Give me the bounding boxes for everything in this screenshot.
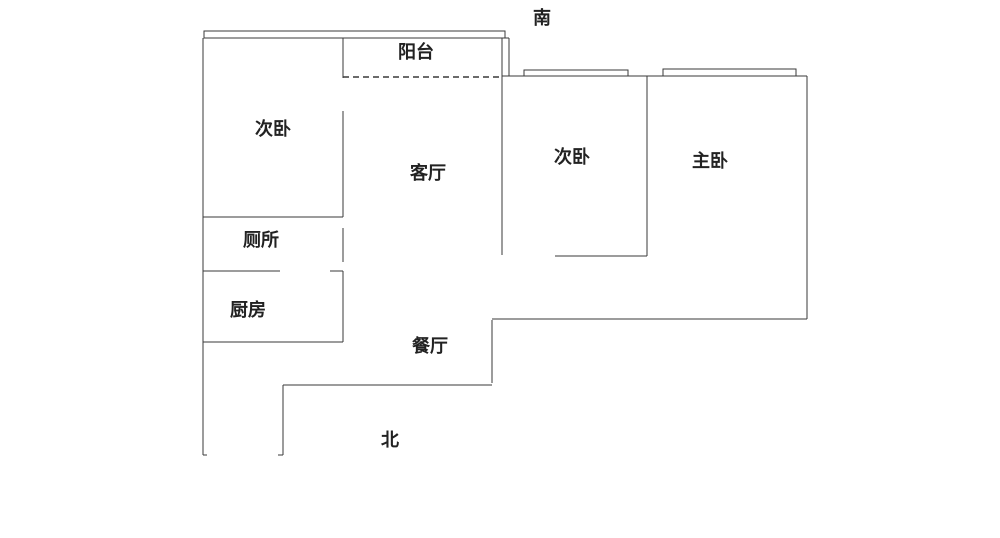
- compass-south: 南: [533, 8, 551, 29]
- room-living-room: 客厅: [410, 163, 446, 184]
- compass-north: 北: [381, 430, 399, 451]
- windows: [523, 68, 797, 77]
- top-wall-strip: [203, 30, 506, 39]
- room-master-bedroom: 主卧: [692, 151, 728, 172]
- interior-walls: [203, 38, 648, 343]
- room-secondary-bedroom-right: 次卧: [554, 147, 590, 168]
- room-toilet: 厕所: [243, 230, 279, 251]
- room-dining-room: 餐厅: [412, 336, 448, 357]
- room-balcony: 阳台: [398, 42, 434, 63]
- outer-walls: [202, 30, 808, 456]
- window-secondary-bedroom: [523, 69, 629, 77]
- window-master-bedroom: [662, 68, 797, 77]
- room-secondary-bedroom-left: 次卧: [255, 119, 291, 140]
- room-kitchen: 厨房: [230, 300, 266, 321]
